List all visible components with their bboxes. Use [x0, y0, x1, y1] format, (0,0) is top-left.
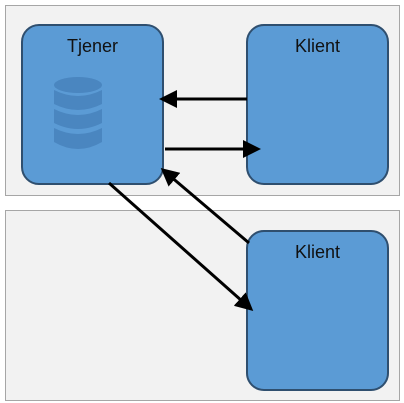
client-1-label: Klient: [294, 36, 341, 56]
client-2-label: Klient: [294, 242, 341, 262]
database-icon: [54, 77, 102, 149]
client-node-2: Klient: [246, 230, 389, 391]
server-label: Tjener: [66, 36, 119, 56]
client-node-1: Klient: [246, 24, 389, 185]
server-node: Tjener: [21, 24, 164, 185]
